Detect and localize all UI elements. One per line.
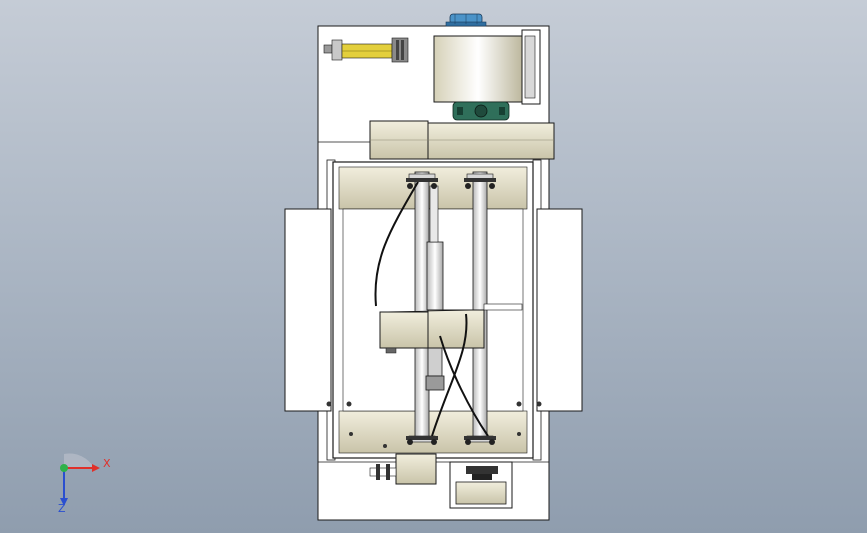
rim-fittings bbox=[326, 401, 542, 448]
flange-top-right bbox=[464, 178, 496, 189]
upper-crossbeam bbox=[369, 120, 555, 160]
flange-bottom-right bbox=[464, 436, 496, 445]
level-gauge bbox=[323, 37, 409, 63]
x-axis-label: X bbox=[103, 457, 111, 470]
bottom-drain-box bbox=[449, 461, 513, 509]
motor-cap bbox=[445, 13, 487, 27]
hose-lower-a bbox=[439, 335, 489, 437]
carriage-block bbox=[379, 303, 523, 354]
z-axis-label: Z bbox=[58, 502, 66, 515]
pillow-block-bearing bbox=[452, 101, 510, 121]
hose-left bbox=[374, 181, 419, 307]
flange-top-left bbox=[406, 178, 438, 189]
bottom-outlet-pipe bbox=[369, 453, 437, 485]
flange-bottom-left bbox=[406, 436, 438, 445]
orientation-triad[interactable]: X Z bbox=[50, 450, 111, 515]
right-side-door bbox=[536, 208, 583, 412]
triad-graphic bbox=[60, 453, 100, 506]
hose-lower-b bbox=[431, 313, 468, 437]
motor-housing bbox=[433, 29, 541, 105]
left-side-door bbox=[284, 208, 332, 412]
